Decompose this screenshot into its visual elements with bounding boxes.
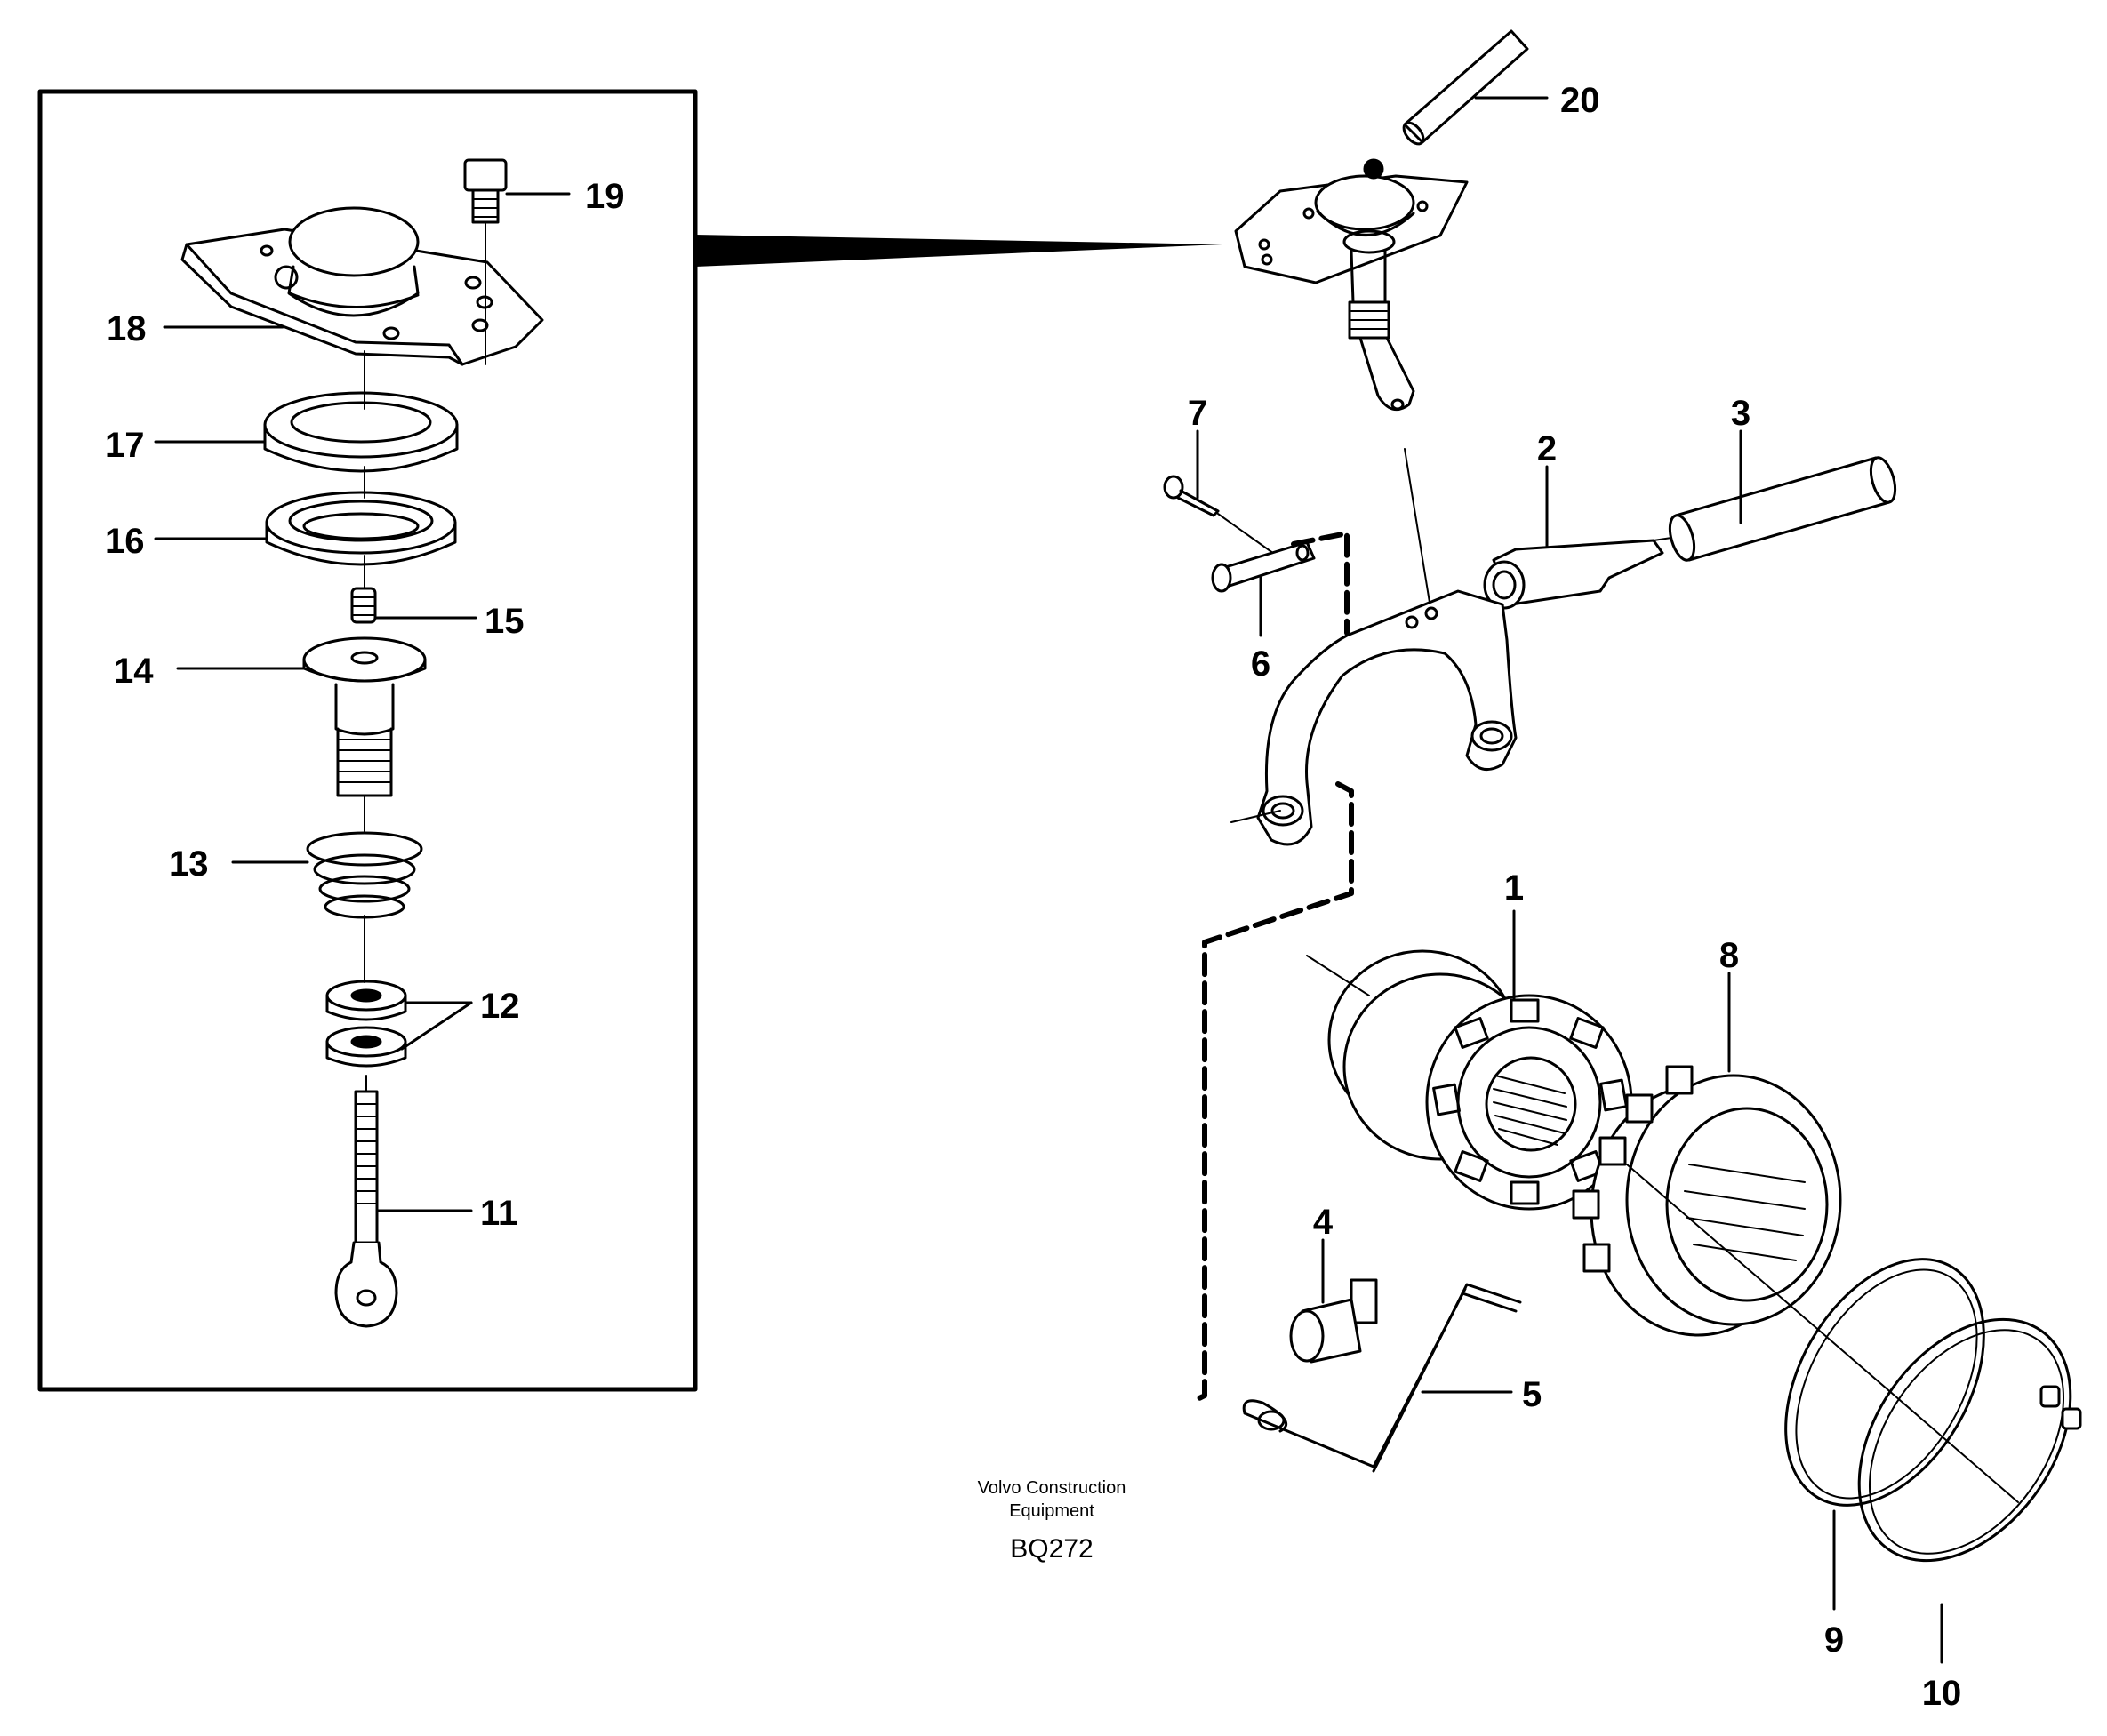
- callout-17: 17: [105, 426, 145, 465]
- part-4-pin: [1289, 1278, 1378, 1364]
- callout-16: 16: [105, 522, 145, 561]
- callout-20: 20: [1560, 81, 1600, 120]
- part-14-stud: [302, 636, 427, 797]
- callout-2: 2: [1537, 429, 1557, 468]
- shaft-axis: [1653, 537, 1672, 541]
- part-19-bolt: [463, 158, 508, 224]
- part-1-sliding-sleeve: [1327, 949, 1633, 1211]
- callout-6: 6: [1251, 644, 1270, 684]
- callout-11: 11: [480, 1194, 517, 1233]
- callout-18: 18: [107, 309, 147, 348]
- callout-15: 15: [485, 602, 525, 641]
- callout-10: 10: [1922, 1674, 1962, 1713]
- part-5-spring-wire: [1242, 1283, 1522, 1473]
- part-18-cover-plate: [180, 206, 544, 366]
- part-15-set-screw: [350, 587, 377, 624]
- callout-1: 1: [1504, 868, 1524, 908]
- part-12-nuts: [325, 980, 407, 1068]
- part-6-pin: [1211, 540, 1316, 593]
- callout-5: 5: [1522, 1375, 1542, 1414]
- figure-code: BQ272: [1010, 1534, 1093, 1564]
- part-3-shaft: [1668, 456, 1897, 562]
- inset-pointer-wedge: [695, 235, 1222, 267]
- callout-4: 4: [1313, 1203, 1334, 1242]
- part-11-eye-bolt: [334, 1090, 398, 1328]
- part-16-seal-ring: [265, 491, 457, 566]
- detail-inset-frame: [37, 89, 698, 1392]
- leader-12b: [400, 1001, 473, 1051]
- part-13-spring: [306, 831, 423, 919]
- cover-to-fork-axis: [1404, 448, 1432, 614]
- callout-7: 7: [1188, 394, 1207, 433]
- callout-8: 8: [1719, 936, 1739, 975]
- part-9-snap-ring: [1784, 1258, 1985, 1507]
- callout-9: 9: [1824, 1620, 1844, 1660]
- part-7-cotter-pin: [1163, 475, 1220, 517]
- fork-axis: [1230, 810, 1281, 823]
- part-2-lever: [1483, 539, 1664, 610]
- part-20-cable: [1402, 29, 1529, 146]
- callout-12: 12: [480, 987, 520, 1026]
- callout-13: 13: [169, 844, 209, 884]
- callout-14: 14: [114, 652, 154, 691]
- credit-line-1: Volvo Construction: [978, 1478, 1126, 1498]
- part-10-circlip: [1857, 1317, 2082, 1563]
- dashed-guide: [1193, 531, 1354, 1403]
- sleeve-axis: [1306, 955, 1370, 996]
- hub-axis: [1626, 1164, 2019, 1503]
- cover-assembly: [1234, 158, 1469, 412]
- credit-line-2: Equipment: [1009, 1501, 1094, 1521]
- part-17-seal-cap: [263, 391, 459, 473]
- callout-19: 19: [585, 177, 625, 216]
- callout-3: 3: [1731, 394, 1750, 433]
- shift-fork: [1256, 589, 1518, 846]
